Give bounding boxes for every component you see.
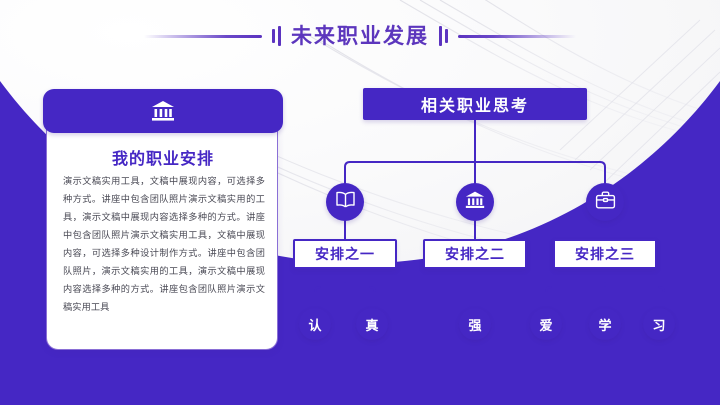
- career-plan-card: 我的职业安排 演示文稿实用工具，文稿中展现内容，可选择多种方式。讲座中包含团队照…: [43, 89, 283, 350]
- tree-connectors: [314, 119, 665, 309]
- header-ticks-left: [272, 26, 281, 46]
- branch-label-text: 安排之一: [315, 246, 375, 262]
- page-title: 未来职业发展: [291, 24, 429, 48]
- tree-branch-label-1[interactable]: 安排之一: [293, 239, 397, 269]
- briefcase-icon: [595, 190, 616, 215]
- tick-mark: [439, 26, 442, 46]
- branch-icon-3[interactable]: [586, 183, 624, 221]
- slide-header: 未来职业发展: [0, 16, 720, 56]
- header-rule-right: [458, 34, 576, 38]
- tree-leaf-node[interactable]: 认: [299, 308, 331, 340]
- branch-icon-2[interactable]: [456, 183, 494, 221]
- tree-leaf-node[interactable]: 强: [459, 308, 491, 340]
- tree-leaf-node[interactable]: 爱: [530, 308, 562, 340]
- tick-mark: [272, 29, 275, 43]
- career-tree-diagram: 相关职业思考: [290, 88, 690, 356]
- bank-icon: [464, 190, 486, 215]
- tree-branch-label-3[interactable]: 安排之三: [553, 239, 657, 269]
- header-rule-left: [144, 34, 262, 38]
- tick-mark: [445, 29, 448, 43]
- tree-branch-label-2[interactable]: 安排之二: [423, 239, 527, 269]
- card-body-text: 演示文稿实用工具，文稿中展现内容，可选择多种方式。讲座中包含团队照片演示文稿实用…: [63, 176, 265, 312]
- leaf-label: 强: [468, 317, 482, 333]
- header-ticks-right: [439, 26, 448, 46]
- leaf-label: 学: [598, 317, 612, 333]
- tick-mark: [278, 26, 281, 46]
- leaf-label: 习: [652, 317, 666, 333]
- card-title: 我的职业安排: [111, 151, 214, 168]
- card-header: [43, 89, 283, 133]
- open-book-icon: [335, 190, 356, 214]
- bank-icon: [150, 99, 176, 123]
- tree-root-label: 相关职业思考: [420, 98, 529, 115]
- branch-label-text: 安排之三: [575, 246, 635, 262]
- leaf-label: 认: [308, 317, 322, 333]
- tree-leaf-node[interactable]: 真: [356, 308, 388, 340]
- tree-leaf-node[interactable]: 学: [589, 308, 621, 340]
- tree-root-node[interactable]: 相关职业思考: [363, 88, 587, 120]
- leaf-label: 真: [365, 317, 379, 333]
- leaf-label: 爱: [539, 317, 553, 333]
- branch-label-text: 安排之二: [445, 246, 505, 262]
- branch-icon-1[interactable]: [326, 183, 364, 221]
- tree-leaf-node[interactable]: 习: [643, 308, 675, 340]
